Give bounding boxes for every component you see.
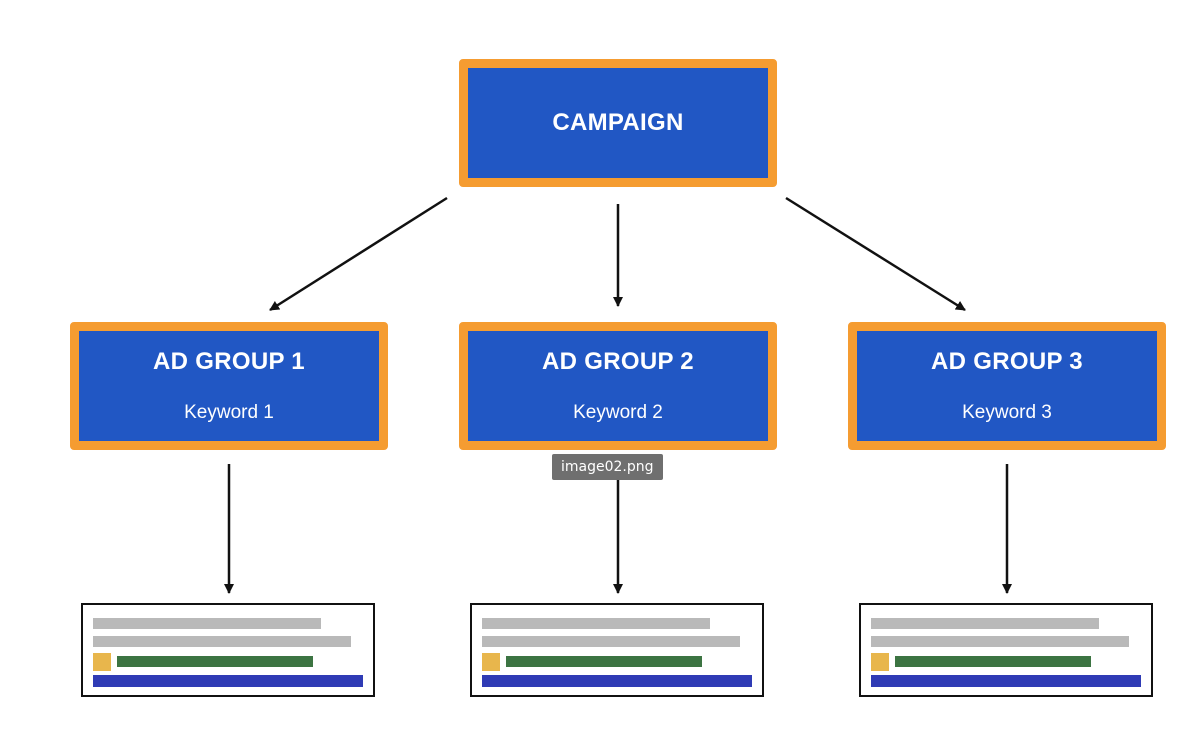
ad-headline-bar (482, 618, 710, 629)
ad-url-bar (93, 636, 351, 647)
arrow-campaign-to-group3 (785, 196, 966, 312)
ad-group-1-box: AD GROUP 1 Keyword 1 (70, 322, 388, 450)
ad-description-bar (895, 656, 1091, 667)
ad-headline-bar (871, 618, 1099, 629)
ad-badge-icon (871, 653, 889, 671)
ad-link-bar (871, 675, 1141, 687)
ad-url-bar (482, 636, 740, 647)
ad-group-2-box: AD GROUP 2 Keyword 2 (459, 322, 777, 450)
ad-description-bar (117, 656, 313, 667)
filename-tooltip: image02.png (552, 454, 663, 480)
ad-preview-1 (81, 603, 375, 697)
ad-preview-3 (859, 603, 1153, 697)
ad-headline-bar (93, 618, 321, 629)
ad-group-title: AD GROUP 2 (542, 348, 694, 375)
ad-group-keyword: Keyword 2 (573, 402, 663, 423)
ad-group-3-box: AD GROUP 3 Keyword 3 (848, 322, 1166, 450)
campaign-title: CAMPAIGN (552, 109, 684, 136)
ad-badge-icon (482, 653, 500, 671)
ad-group-title: AD GROUP 1 (153, 348, 305, 375)
ad-url-bar (871, 636, 1129, 647)
ad-link-bar (93, 675, 363, 687)
campaign-box: CAMPAIGN (459, 59, 777, 187)
ad-group-keyword: Keyword 1 (184, 402, 274, 423)
ad-preview-2 (470, 603, 764, 697)
ad-description-bar (506, 656, 702, 667)
arrow-campaign-to-group1 (269, 196, 448, 312)
ad-group-keyword: Keyword 3 (962, 402, 1052, 423)
ad-link-bar (482, 675, 752, 687)
ad-badge-icon (93, 653, 111, 671)
ad-group-title: AD GROUP 3 (931, 348, 1083, 375)
